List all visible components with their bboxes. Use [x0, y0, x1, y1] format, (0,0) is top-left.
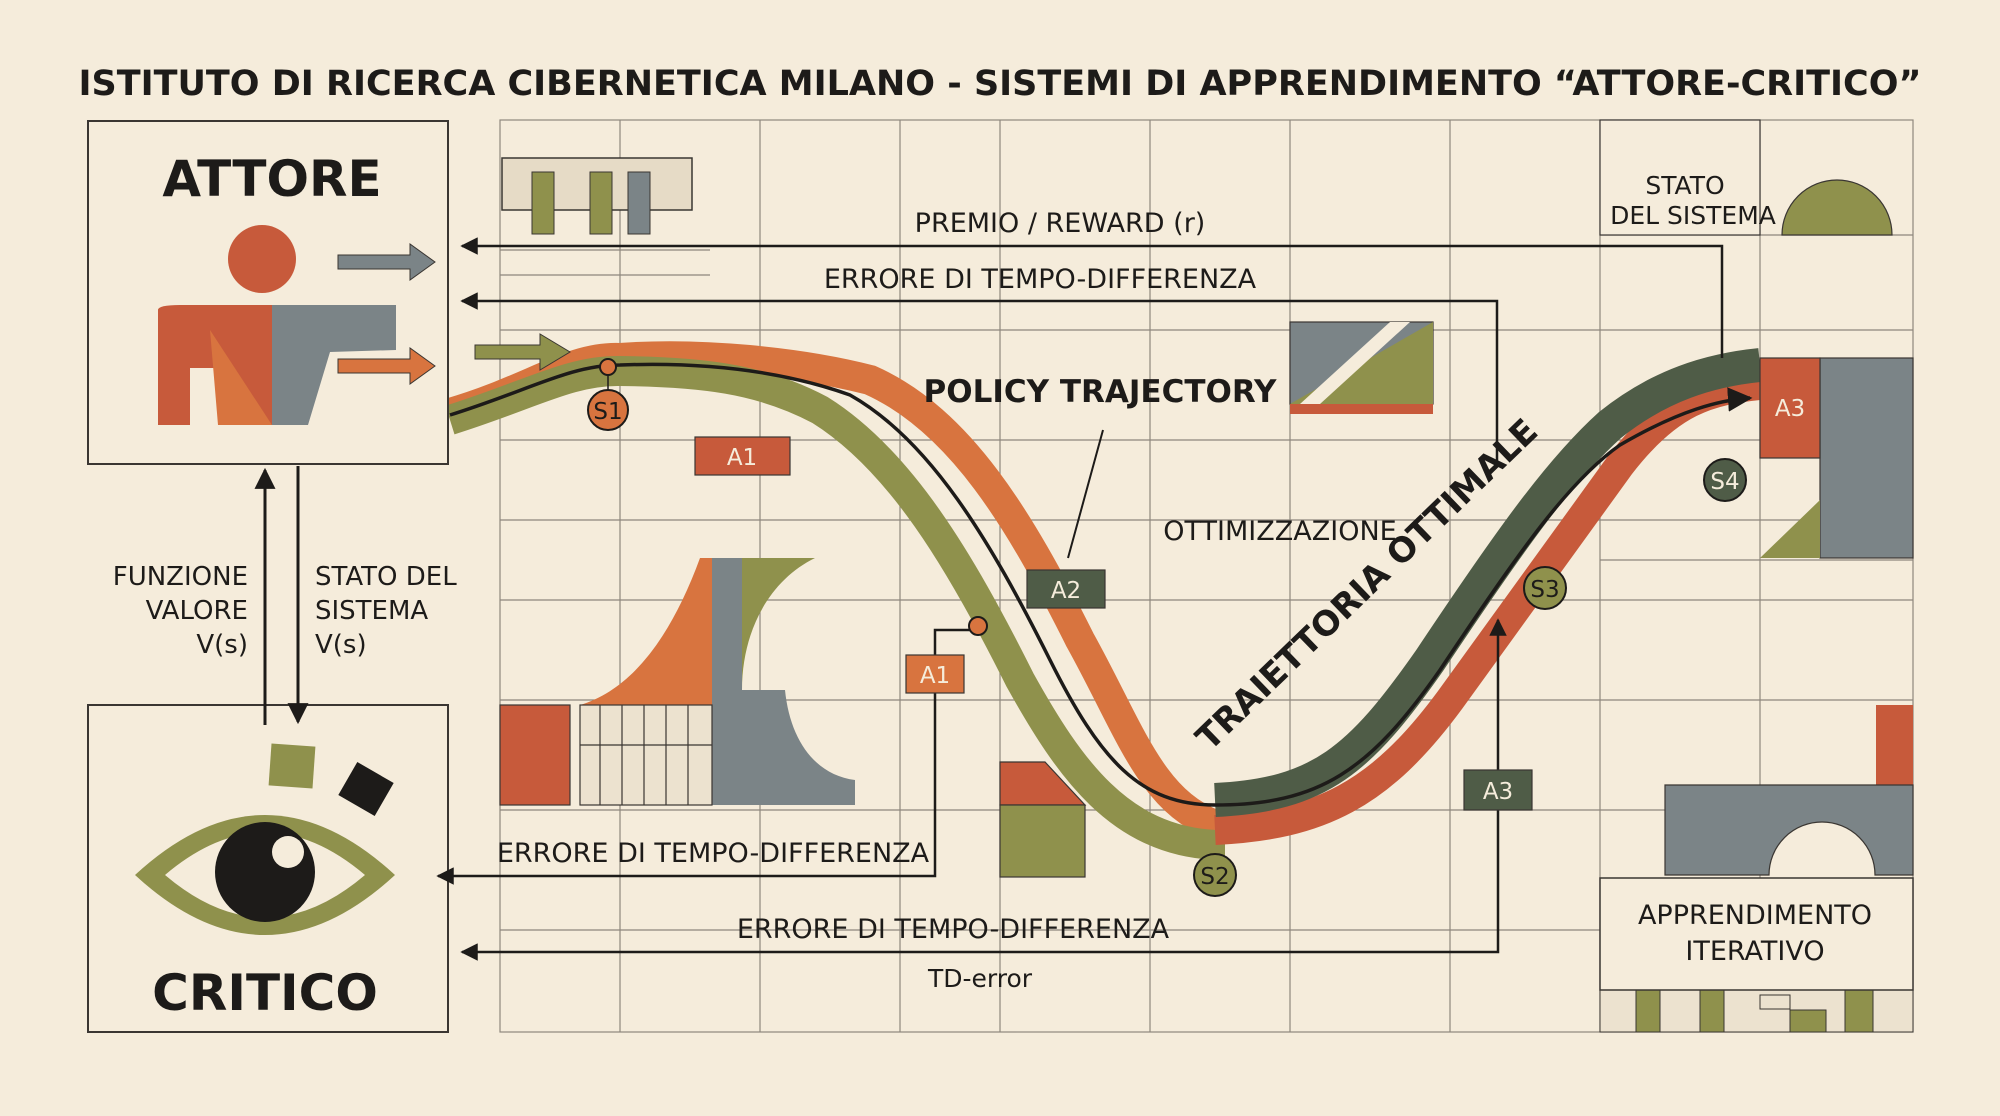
- svg-text:V(s): V(s): [196, 630, 248, 660]
- action-a3-low: A3: [1463, 769, 1533, 811]
- action-a1-top: A1: [694, 436, 791, 476]
- critic-label: CRITICO: [152, 964, 378, 1022]
- td-error-top-label: ERRORE DI TEMPO-DIFFERENZA: [824, 264, 1257, 295]
- policy-trajectory-pointer: [1067, 429, 1104, 559]
- actor-output-arrows-icon: [337, 243, 436, 385]
- state-s3: S3: [1523, 566, 1567, 610]
- svg-text:A3: A3: [1775, 396, 1805, 422]
- actor-person-icon: [158, 225, 396, 425]
- svg-text:VALORE: VALORE: [146, 596, 248, 626]
- td-error-top-arrow: [460, 292, 1499, 462]
- system-state-box-line1: STATO: [1645, 171, 1724, 200]
- svg-text:S1: S1: [593, 399, 622, 425]
- iterative-box-line1: APPRENDIMENTO: [1638, 900, 1872, 931]
- td-error-short-label: TD-error: [927, 964, 1033, 993]
- action-a1-low: A1: [905, 654, 965, 694]
- svg-text:S3: S3: [1530, 577, 1559, 603]
- svg-text:A3: A3: [1483, 779, 1513, 805]
- td-error-bottom-arrow: [460, 618, 1507, 961]
- actor-label: ATTORE: [162, 150, 381, 208]
- value-function-label: FUNZIONE VALORE V(s): [113, 562, 248, 660]
- policy-trajectory-label: POLICY TRAJECTORY: [924, 374, 1277, 410]
- svg-text:S2: S2: [1200, 864, 1229, 890]
- td-error-mid-label: ERRORE DI TEMPO-DIFFERENZA: [497, 838, 930, 869]
- svg-text:S4: S4: [1710, 469, 1739, 495]
- svg-text:A1: A1: [920, 663, 950, 689]
- svg-text:A2: A2: [1051, 578, 1081, 604]
- action-a2: A2: [1026, 569, 1106, 609]
- actor-panel: ATTORE: [87, 120, 449, 465]
- svg-text:V(s): V(s): [315, 630, 367, 660]
- page-title: ISTITUTO DI RICERCA CIBERNETICA MILANO -…: [79, 64, 1922, 104]
- system-state-box: STATO DEL SISTEMA: [1599, 119, 1776, 236]
- iterative-learning-box: APPRENDIMENTO ITERATIVO: [1599, 877, 1914, 991]
- iterative-box-line2: ITERATIVO: [1685, 936, 1824, 967]
- action-a3-top: A3: [1759, 357, 1821, 459]
- decor-bars-top: [501, 157, 693, 235]
- svg-text:SISTEMA: SISTEMA: [315, 596, 428, 626]
- critic-eye-icon: [135, 743, 395, 935]
- decor-shapes-left: [499, 558, 855, 806]
- state-s4: S4: [1703, 458, 1747, 502]
- svg-text:STATO DEL: STATO DEL: [315, 562, 457, 592]
- svg-text:FUNZIONE: FUNZIONE: [113, 562, 248, 592]
- state-s1: S1: [587, 358, 629, 431]
- state-s2: S2: [1193, 853, 1237, 897]
- td-error-bottom-label: ERRORE DI TEMPO-DIFFERENZA: [737, 914, 1170, 945]
- svg-text:A1: A1: [727, 445, 757, 471]
- reward-arrow: [460, 237, 1724, 358]
- system-state-label: STATO DEL SISTEMA V(s): [315, 562, 457, 660]
- optimization-label: OTTIMIZZAZIONE: [1163, 516, 1396, 547]
- critic-panel: CRITICO: [87, 704, 449, 1033]
- state-node-dot: [968, 616, 988, 636]
- reward-label: PREMIO / REWARD (r): [915, 208, 1206, 239]
- policy-input-arrow-icon: [474, 333, 571, 371]
- system-state-box-line2: DEL SISTEMA: [1610, 201, 1776, 230]
- decor-triangle-frame: [1289, 321, 1434, 414]
- decor-right: [1599, 179, 1914, 1033]
